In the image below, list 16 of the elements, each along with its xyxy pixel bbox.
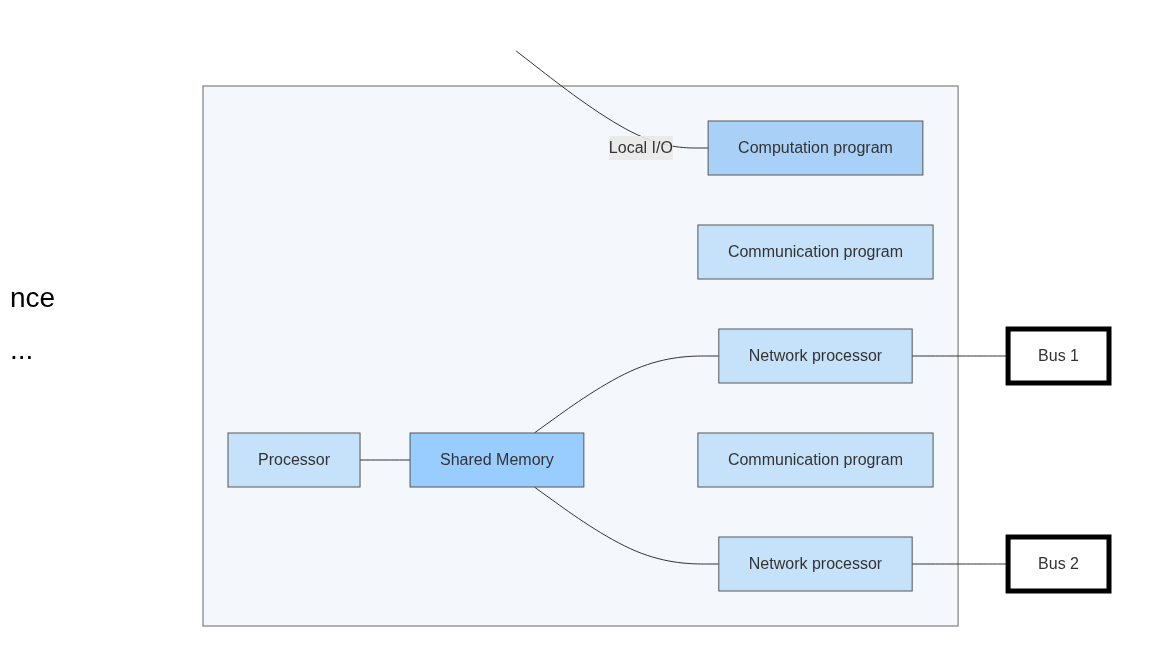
node-box: Network processor	[718, 328, 913, 384]
connector	[533, 355, 720, 434]
node-box: Communication program	[697, 432, 934, 488]
edge-label: Local I/O	[608, 139, 673, 156]
note-text: nce	[10, 281, 57, 314]
node-box: Communication program	[697, 224, 934, 280]
node-box: Bus 2	[1005, 534, 1112, 594]
node-box: Processor	[227, 432, 361, 488]
node-box: Bus 1	[1005, 326, 1112, 386]
node-box: Shared Memory	[409, 432, 585, 488]
node-box: Network processor	[718, 536, 913, 592]
connector	[359, 459, 411, 461]
note-text: ...	[10, 333, 35, 366]
connector	[533, 486, 720, 565]
node-box: Computation program	[707, 120, 924, 176]
cluster	[202, 85, 959, 627]
